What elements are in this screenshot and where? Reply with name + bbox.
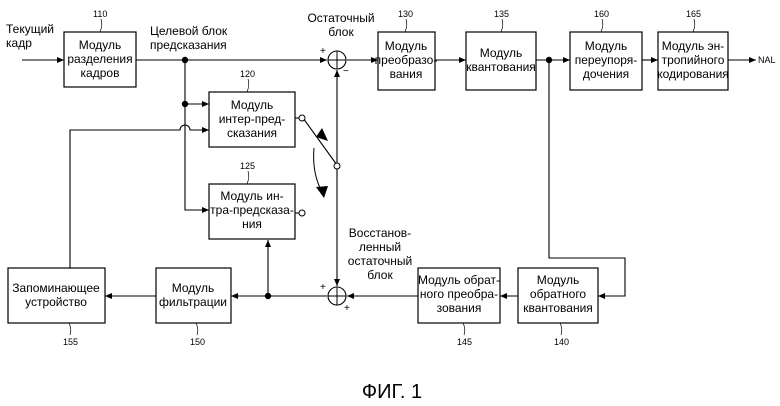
svg-text:Модуль обрат-: Модуль обрат- <box>418 273 500 287</box>
ref-135: 135 <box>494 9 509 19</box>
ref-110: 110 <box>93 9 107 19</box>
nal-output-label: NAL <box>758 55 776 65</box>
to-intra-arrow <box>185 104 209 210</box>
svg-text:вания: вания <box>390 67 423 81</box>
svg-text:Остаточный: Остаточный <box>307 11 374 25</box>
svg-text:Целевой блок: Целевой блок <box>150 24 228 38</box>
ref-145: 145 <box>457 337 472 347</box>
svg-text:сказания: сказания <box>227 126 277 140</box>
svg-text:тропийного: тропийного <box>662 53 725 67</box>
svg-text:предсказания: предсказания <box>150 38 227 52</box>
inverse-transform-module: Модуль обрат- ного преобра- зования <box>418 268 500 323</box>
svg-text:ного преобра-: ного преобра- <box>420 287 498 301</box>
svg-text:Модуль: Модуль <box>537 273 580 287</box>
prediction-switch <box>299 115 340 216</box>
switch-contact-intra <box>299 210 305 216</box>
memory-module: Запоминающее устройство <box>8 268 105 323</box>
current-frame-label: Текущий кадр <box>6 22 54 50</box>
ref-120: 120 <box>240 69 255 79</box>
svg-text:устройство: устройство <box>25 295 87 309</box>
ref-130: 130 <box>398 9 413 19</box>
junction-dot <box>182 101 188 107</box>
svg-text:Запоминающее: Запоминающее <box>12 281 100 295</box>
bottom-adder-plus-right-sign: + <box>344 303 350 314</box>
svg-text:кадров: кадров <box>81 66 120 80</box>
target-block-label: Целевой блок предсказания <box>150 24 228 52</box>
svg-text:ния: ния <box>242 217 262 231</box>
junction-dot <box>265 293 271 299</box>
entropy-coding-module: Модуль эн- тропийного кодирования <box>657 32 729 90</box>
svg-text:обратного: обратного <box>530 287 587 301</box>
svg-text:Восстанов-: Восстанов- <box>349 226 411 240</box>
svg-text:Модуль эн-: Модуль эн- <box>662 39 725 53</box>
svg-text:дочения: дочения <box>583 67 629 81</box>
to-inverse-quant-arrow <box>549 60 625 296</box>
svg-text:кодирования: кодирования <box>657 67 729 81</box>
reconstructed-residual-label: Восстанов- ленный остаточный блок <box>348 226 412 282</box>
svg-text:разделения: разделения <box>67 52 132 66</box>
svg-text:Модуль ин-: Модуль ин- <box>220 189 283 203</box>
svg-text:переупоря-: переупоря- <box>575 53 638 67</box>
frame-splitting-module: Модуль разделения кадров <box>64 32 136 87</box>
svg-text:фильтрации: фильтрации <box>159 295 227 309</box>
ref-140: 140 <box>554 337 569 347</box>
switch-pivot <box>334 163 340 169</box>
transform-module: Модуль преобразо- вания <box>375 32 438 90</box>
ref-160: 160 <box>594 9 609 19</box>
svg-text:Модуль: Модуль <box>480 46 523 60</box>
svg-text:Модуль: Модуль <box>585 39 628 53</box>
svg-text:зования: зования <box>437 301 482 315</box>
switch-arm <box>303 118 337 165</box>
svg-text:Модуль: Модуль <box>385 39 428 53</box>
quantization-module: Модуль квантования <box>466 32 536 90</box>
svg-text:Модуль: Модуль <box>79 38 122 52</box>
memory-to-inter-arrow <box>70 125 209 268</box>
svg-text:квантования: квантования <box>523 301 593 315</box>
svg-text:Модуль: Модуль <box>172 281 215 295</box>
svg-text:Модуль: Модуль <box>231 98 274 112</box>
svg-text:блок: блок <box>328 25 354 39</box>
svg-text:блок: блок <box>367 268 393 282</box>
switch-rotation-curve <box>314 148 320 188</box>
inverse-quantization-module: Модуль обратного квантования <box>518 268 598 323</box>
svg-text:тра-предсказа-: тра-предсказа- <box>210 203 294 217</box>
to-inter-arrow <box>185 60 209 104</box>
ref-155: 155 <box>63 337 78 347</box>
svg-text:Текущий: Текущий <box>6 22 54 36</box>
inter-prediction-module: Модуль интер-пред- сказания <box>209 92 295 147</box>
ref-165: 165 <box>686 9 701 19</box>
junction-dot <box>546 57 552 63</box>
svg-text:остаточный: остаточный <box>348 254 412 268</box>
top-adder-minus-sign: − <box>343 66 349 77</box>
junction-dot <box>182 57 188 63</box>
svg-text:квантования: квантования <box>466 60 536 74</box>
figure-caption: ФИГ. 1 <box>362 381 422 403</box>
svg-text:интер-пред-: интер-пред- <box>219 112 286 126</box>
bottom-adder-plus-left-sign: + <box>320 282 326 293</box>
switch-arrow-down-icon <box>316 186 328 198</box>
svg-text:преобразо-: преобразо- <box>375 53 438 67</box>
svg-text:ленный: ленный <box>359 240 401 254</box>
top-adder-plus-sign: + <box>320 46 326 57</box>
switch-contact-inter <box>299 115 305 121</box>
ref-150: 150 <box>190 337 205 347</box>
reordering-module: Модуль переупоря- дочения <box>570 32 642 90</box>
svg-text:кадр: кадр <box>6 36 32 50</box>
ref-125: 125 <box>240 161 255 171</box>
filter-module: Модуль фильтрации <box>156 268 231 323</box>
intra-prediction-module: Модуль ин- тра-предсказа- ния <box>209 184 295 239</box>
residual-block-label: Остаточный блок <box>307 11 374 39</box>
